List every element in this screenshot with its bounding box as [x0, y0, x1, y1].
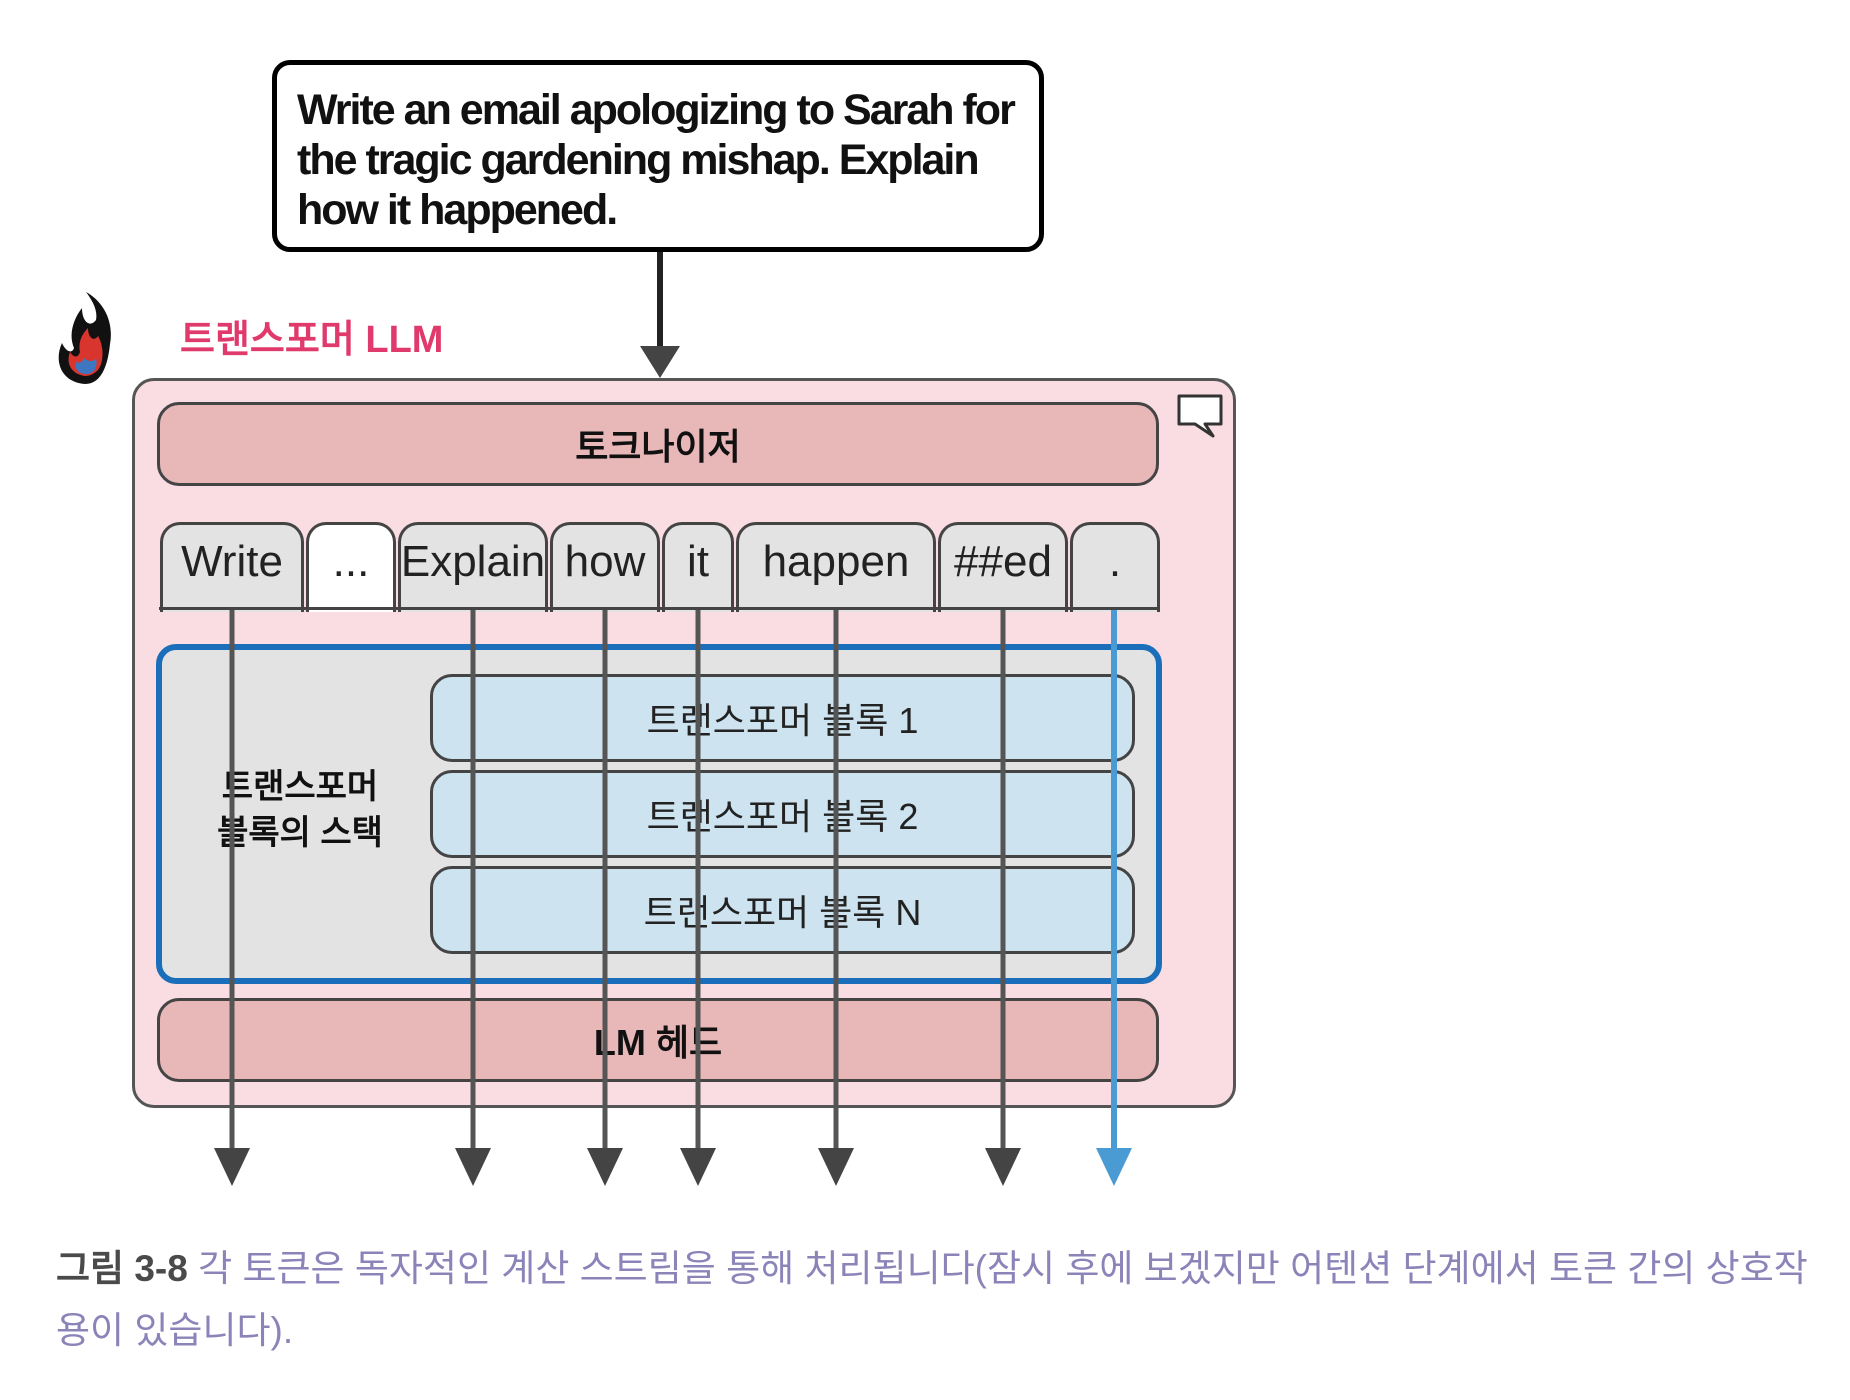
flame-logo-icon: [58, 292, 111, 384]
caption-text: 각 토큰은 독자적인 계산 스트림을 통해 처리됩니다(잠시 후에 보겠지만 어…: [56, 1248, 1808, 1351]
stream-arrowhead-period: [1096, 1148, 1132, 1186]
token-ellipsis: ...: [306, 522, 396, 612]
prompt-arrow-head: [640, 346, 680, 378]
token-how: how: [550, 522, 660, 612]
tokenizer: 토크나이저: [157, 402, 1159, 486]
comment-icon[interactable]: [1175, 392, 1227, 440]
token-happen: happen: [736, 522, 936, 612]
token-ed: ##ed: [938, 522, 1068, 612]
token-explain: Explain: [398, 522, 548, 612]
stream-arrowhead-ed: [985, 1148, 1021, 1186]
token-baseline: [159, 607, 1157, 610]
stream-arrowhead-how: [587, 1148, 623, 1186]
caption-label: 그림 3-8: [56, 1248, 188, 1289]
llm-title: 트랜스포머 LLM: [180, 319, 444, 361]
token-write: Write: [160, 522, 304, 612]
prompt-box: Write an email apologizing to Sarah for …: [272, 60, 1044, 252]
transformer-block-2: 트랜스포머 블록 2: [430, 770, 1135, 858]
stream-arrowhead-it: [680, 1148, 716, 1186]
token-it: it: [662, 522, 734, 612]
transformer-block-1: 트랜스포머 블록 1: [430, 674, 1135, 762]
token-period: .: [1070, 522, 1160, 612]
transformer-block-n: 트랜스포머 블록 N: [430, 866, 1135, 954]
arrow-layer: [214, 252, 1132, 1186]
stream-arrowhead-happen: [818, 1148, 854, 1186]
figure-caption: 그림 3-8 각 토큰은 독자적인 계산 스트림을 통해 처리됩니다(잠시 후에…: [56, 1238, 1836, 1362]
lm-head: LM 헤드: [157, 998, 1159, 1082]
stream-arrowhead-write: [214, 1148, 250, 1186]
stream-arrowhead-explain: [455, 1148, 491, 1186]
